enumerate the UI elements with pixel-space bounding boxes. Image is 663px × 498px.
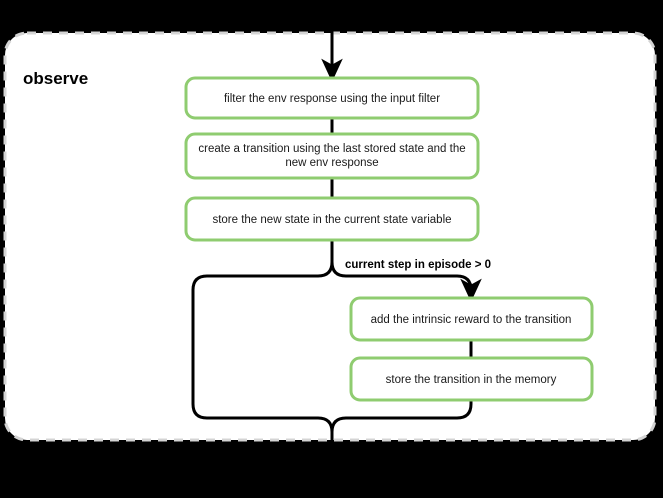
node-create-transition[interactable]: create a transition using the last store… [184,132,480,180]
edge-right-return [330,398,473,434]
group-title: observe [23,69,88,88]
node-box [184,132,480,180]
node-box [184,76,480,120]
node-label-create-transition-line2: new env response [285,157,378,169]
node-filter-env-response[interactable]: filter the env response using the input … [184,76,480,120]
node-box [184,196,480,242]
node-add-intrinsic-reward[interactable]: add the intrinsic reward to the transiti… [349,296,594,342]
node-layer: filter the env response using the input … [184,76,594,402]
node-store-transition-memory[interactable]: store the transition in the memory [349,356,594,402]
node-label-store-new-state: store the new state in the current state… [212,214,451,226]
node-box [349,296,594,342]
edge-bypass-vertical [191,288,334,434]
node-label-store-transition-memory: store the transition in the memory [386,374,557,386]
edge-label-branch-condition: current step in episode > 0 [345,259,491,271]
node-label-add-intrinsic-reward: add the intrinsic reward to the transiti… [371,314,572,326]
edge-split-left-arm [191,260,334,292]
node-label-filter-env-response: filter the env response using the input … [224,93,440,105]
edge-layer [191,28,482,445]
node-label-create-transition-line1: create a transition using the last store… [198,143,465,155]
node-store-new-state[interactable]: store the new state in the current state… [184,196,480,242]
node-box [349,356,594,402]
